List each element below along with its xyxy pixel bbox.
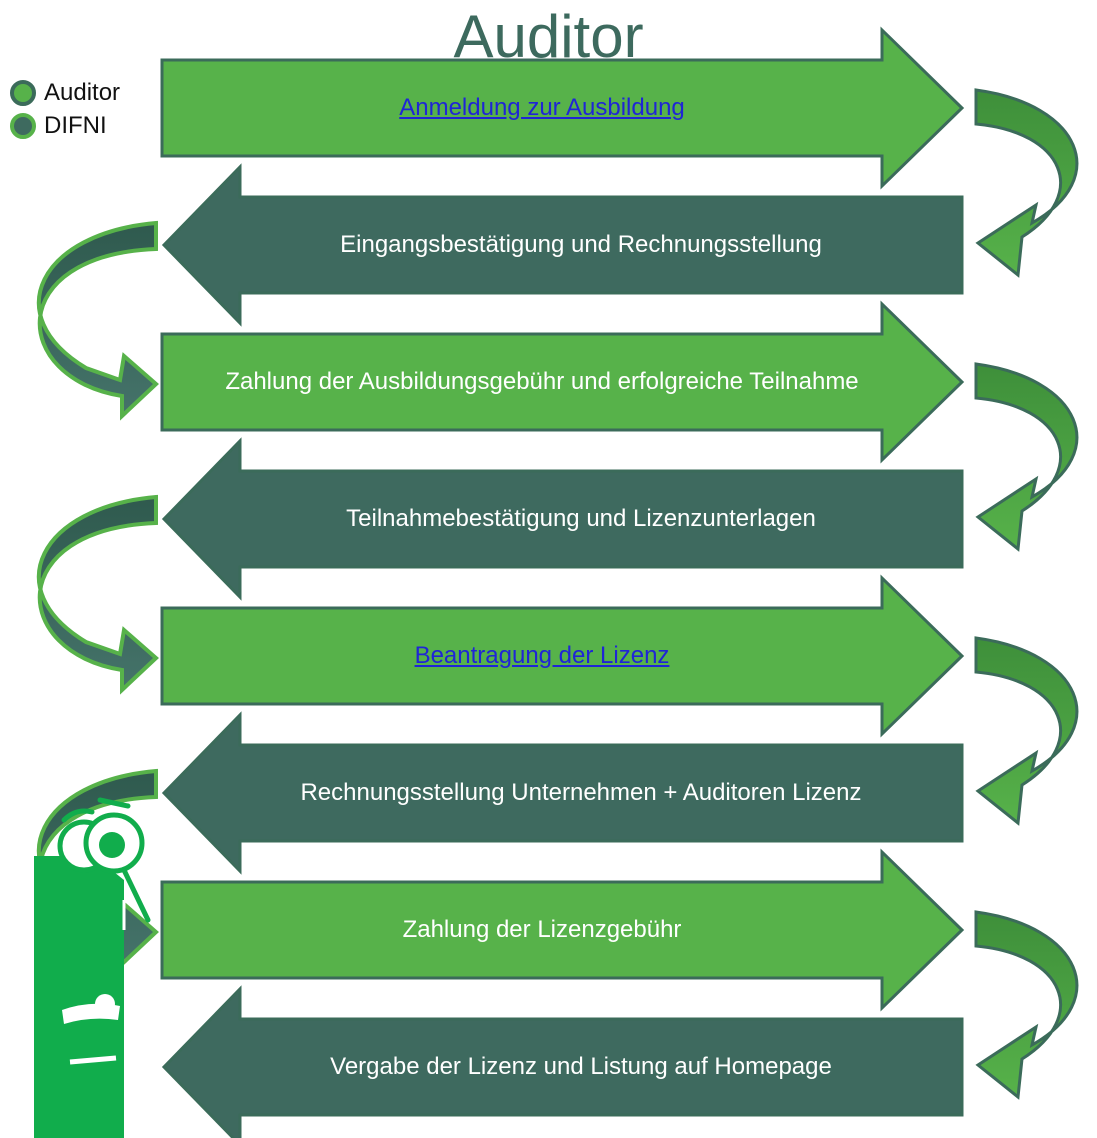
step-label-4: Teilnahmebestätigung und Lizenzunterlage… bbox=[346, 505, 816, 532]
connector-curve-right-7 bbox=[974, 910, 1079, 1100]
step-label-link-1[interactable]: Anmeldung zur Ausbildung bbox=[399, 94, 685, 121]
legend-item-difni: DIFNI bbox=[10, 109, 120, 142]
legend-label: DIFNI bbox=[44, 111, 107, 139]
step-label-2: Eingangsbestätigung und Rechnungsstellun… bbox=[340, 231, 822, 258]
connector-curve-right-5 bbox=[974, 636, 1079, 826]
connector-curve-right-3 bbox=[974, 362, 1079, 552]
connector-curve-right-1 bbox=[974, 88, 1079, 278]
page-title: Auditor bbox=[453, 3, 644, 70]
legend: Auditor DIFNI bbox=[10, 76, 120, 142]
auditor-magnifier-logo-icon bbox=[34, 797, 151, 1138]
step-arrow-5 bbox=[160, 574, 965, 738]
step-arrow-3 bbox=[160, 300, 965, 464]
step-arrow-2 bbox=[161, 163, 964, 327]
step-arrow-6 bbox=[161, 711, 964, 875]
legend-swatch-difni bbox=[10, 112, 36, 139]
step-label-3: Zahlung der Ausbildungsgebühr und erfolg… bbox=[225, 368, 859, 395]
step-arrow-7 bbox=[160, 848, 965, 1012]
legend-item-auditor: Auditor bbox=[10, 76, 120, 109]
auditor-logo bbox=[34, 797, 151, 1138]
step-arrow-4 bbox=[161, 437, 964, 601]
legend-swatch-auditor bbox=[10, 79, 36, 106]
step-label-link-5[interactable]: Beantragung der Lizenz bbox=[414, 642, 670, 669]
connector-curve-left-4 bbox=[37, 494, 159, 695]
step-arrow-1 bbox=[160, 26, 965, 190]
step-arrow-8 bbox=[161, 985, 964, 1138]
legend-label: Auditor bbox=[44, 78, 121, 106]
step-label-7: Zahlung der Lizenzgebühr bbox=[402, 916, 682, 943]
step-label-6: Rechnungsstellung Unternehmen + Auditore… bbox=[300, 779, 862, 806]
step-label-8: Vergabe der Lizenz und Listung auf Homep… bbox=[330, 1053, 832, 1080]
connector-curve-left-2 bbox=[37, 220, 159, 421]
